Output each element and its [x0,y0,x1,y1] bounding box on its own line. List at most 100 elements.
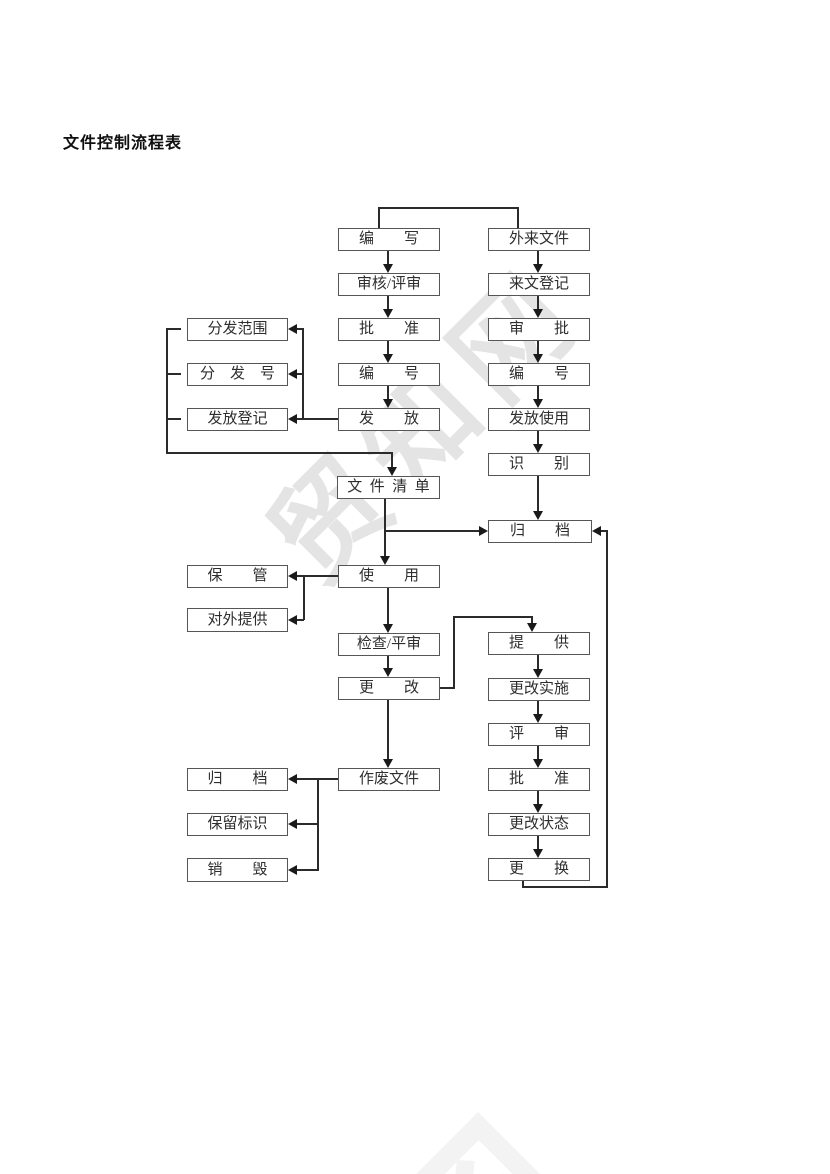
flow-node-change-review: 评 审 [488,723,590,746]
arrowhead-obsolete-destroy [288,865,297,875]
connector-bracket-tick-registration [166,418,181,420]
flow-node-review: 审核/评审 [338,273,440,296]
connector-changereview-changeapprove [537,745,539,759]
connector-compose-review [387,250,389,265]
flow-node-examine-approve: 审 批 [488,318,590,341]
connector-change-provide [453,616,533,618]
connector-changestatus-replace [537,835,539,849]
connector-checkreview-change [387,655,389,668]
flow-node-change-status: 更改状态 [488,813,590,836]
arrowhead-issue-distributionnumber [288,369,297,379]
connector-change-provide [440,687,455,689]
arrowhead-incoming-examine [533,309,543,318]
connector-bracket-tick-scope [166,328,181,330]
connector-replace-archive [522,880,524,888]
arrowhead-changeimpl-changereview [533,714,543,723]
arrowhead-issue-distributionscope [288,324,297,334]
connector-replace-archive [522,886,608,888]
arrowhead-approve-numbering [383,354,393,363]
flow-node-numbering: 编 号 [338,363,440,386]
flow-node-identify: 识 别 [488,453,590,476]
connector-top-split [378,207,380,228]
arrowhead-compose-review [383,264,393,273]
flow-node-document-list: 文 件 清 单 [337,476,440,499]
arrowhead-review-approve [383,309,393,318]
arrowhead-changeapprove-changestatus [533,804,543,813]
arrowhead-use-externalprovide [288,615,297,625]
connector-changeapprove-changestatus [537,790,539,804]
connector-bracket-distribution [166,328,168,454]
flow-node-change-implementation: 更改实施 [488,678,590,701]
connector-change-provide [531,616,533,624]
connector-incoming-examine [537,295,539,309]
arrowhead-documentlist-archive [479,526,488,536]
connector-replace-archive [601,530,608,532]
connector-use-keep [297,575,338,577]
arrowhead-replace-archive [592,526,601,536]
connector-documentlist-archive [385,530,479,532]
connector-approve-numbering [387,340,389,354]
flow-node-change-approve: 批 准 [488,768,590,791]
arrowhead-issueuse-identify [533,444,543,453]
connector-issue-distributionscope [297,328,303,330]
flow-node-issue-registration: 发放登记 [187,408,288,431]
flow-node-provide: 提 供 [488,632,590,655]
connector-obsolete-branch [317,778,319,871]
connector-review-approve [387,295,389,309]
flow-node-approve: 批 准 [338,318,440,341]
flow-node-external-provide: 对外提供 [187,608,288,632]
arrowhead-use-keep [288,571,297,581]
connector-identify-archive [537,475,539,511]
flow-node-change: 更 改 [338,677,440,700]
arrowhead-numbering2-issueuse [533,399,543,408]
flow-node-obsolete-document: 作废文件 [338,768,440,791]
arrowhead-obsolete-retainmark [288,819,297,829]
arrowhead-change-obsolete [383,759,393,768]
arrowhead-checkreview-change [383,668,393,677]
arrowhead-documentlist-use [380,556,390,565]
arrowhead-use-checkreview [383,624,393,633]
flow-node-replace: 更 换 [488,858,590,881]
flow-node-retain-mark: 保留标识 [187,813,288,836]
connector-change-obsolete [387,699,389,759]
flow-node-distribution-number: 分 发 号 [187,363,288,386]
arrowhead-examine-numbering2 [533,354,543,363]
connector-obsolete-retainmark [297,823,318,825]
connector-numbering-issue [387,385,389,399]
connector-changeimpl-changereview [537,700,539,714]
connector-issue-issueregistration [297,418,338,420]
flow-node-check-review: 检查/平审 [338,633,440,656]
connector-bracket-documentlist [166,452,393,454]
connector-top-split [517,207,519,228]
arrowhead-change-provide [527,623,537,632]
flow-node-distribution-scope: 分发范围 [187,318,288,341]
flow-node-use: 使 用 [338,565,440,588]
arrowhead-bracket-documentlist [387,467,397,476]
flow-node-compose: 编 写 [338,228,440,251]
arrowhead-changestatus-replace [533,849,543,858]
arrowhead-numbering-issue [383,399,393,408]
connector-examine-numbering2 [537,340,539,354]
connector-use-externalprovide [303,575,305,620]
arrowhead-external-incoming [533,264,543,273]
connector-external-incoming [537,250,539,265]
connector-documentlist-use [384,498,386,556]
connector-issueuse-identify [537,430,539,444]
page-title: 文件控制流程表 [63,135,183,152]
connector-top-split [379,207,519,209]
flow-node-external-document: 外来文件 [488,228,590,251]
connector-numbering2-issueuse [537,385,539,399]
connector-obsolete-destroy [297,869,318,871]
flow-node-keep: 保 管 [187,565,288,588]
flow-node-issue: 发 放 [338,408,440,431]
flow-node-archive-left: 归 档 [187,768,288,791]
connector-use-externalprovide [297,619,304,621]
arrowhead-issue-issueregistration [288,414,297,424]
flow-node-incoming-registration: 来文登记 [488,273,590,296]
flow-node-numbering-external: 编 号 [488,363,590,386]
flow-node-destroy: 销 毁 [187,858,288,882]
watermark-bottom-glyph: 网 [323,1054,652,1174]
connector-use-checkreview [387,587,389,624]
flow-node-issue-use: 发放使用 [488,408,590,431]
